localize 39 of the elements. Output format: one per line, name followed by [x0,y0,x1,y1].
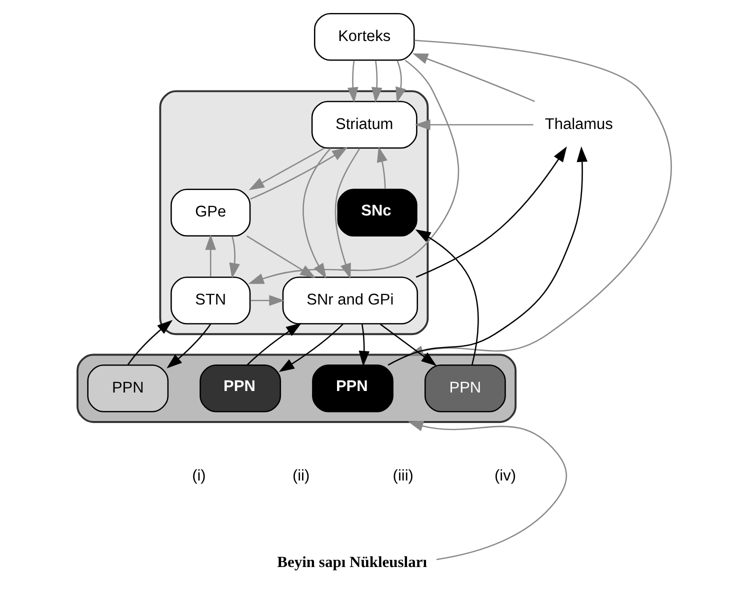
arrow [371,60,382,103]
node-box: Korteks [314,12,415,61]
node-box: PPN [200,364,282,412]
node-box: PPN [312,364,394,412]
label: (i) [192,467,206,484]
node-text: Beyin sapı Nükleusları [277,554,428,571]
node-box: GPe [170,188,251,237]
arrow [250,295,285,306]
arrow [302,148,332,279]
node-text: Thalamus [544,116,613,133]
arrow [250,147,348,200]
arrow [334,148,360,280]
arrow [396,60,406,103]
arrow [388,146,588,366]
arrow [347,60,358,103]
label: (iii) [392,467,414,484]
node-box: STN [170,276,251,324]
node-box: SNc [337,188,418,237]
arrow [376,146,388,189]
arrow [248,148,325,190]
arrow [380,324,437,366]
arrow [278,324,344,372]
node-box: SNr and GPi [282,276,418,324]
arrow [205,234,216,277]
node-box: PPN [424,364,506,412]
label: (ii) [292,467,310,484]
arrow [358,324,370,366]
arrow [416,146,567,278]
arrow [414,119,534,130]
node-box: Striatum [311,100,418,149]
arrow [229,236,240,279]
label: (iv) [494,467,516,484]
arrow [415,229,479,366]
arrow [248,60,459,284]
node-box: PPN [87,364,169,412]
arrow [408,420,567,560]
arrow [246,236,316,278]
arrow [412,53,535,102]
arrow [166,324,212,368]
